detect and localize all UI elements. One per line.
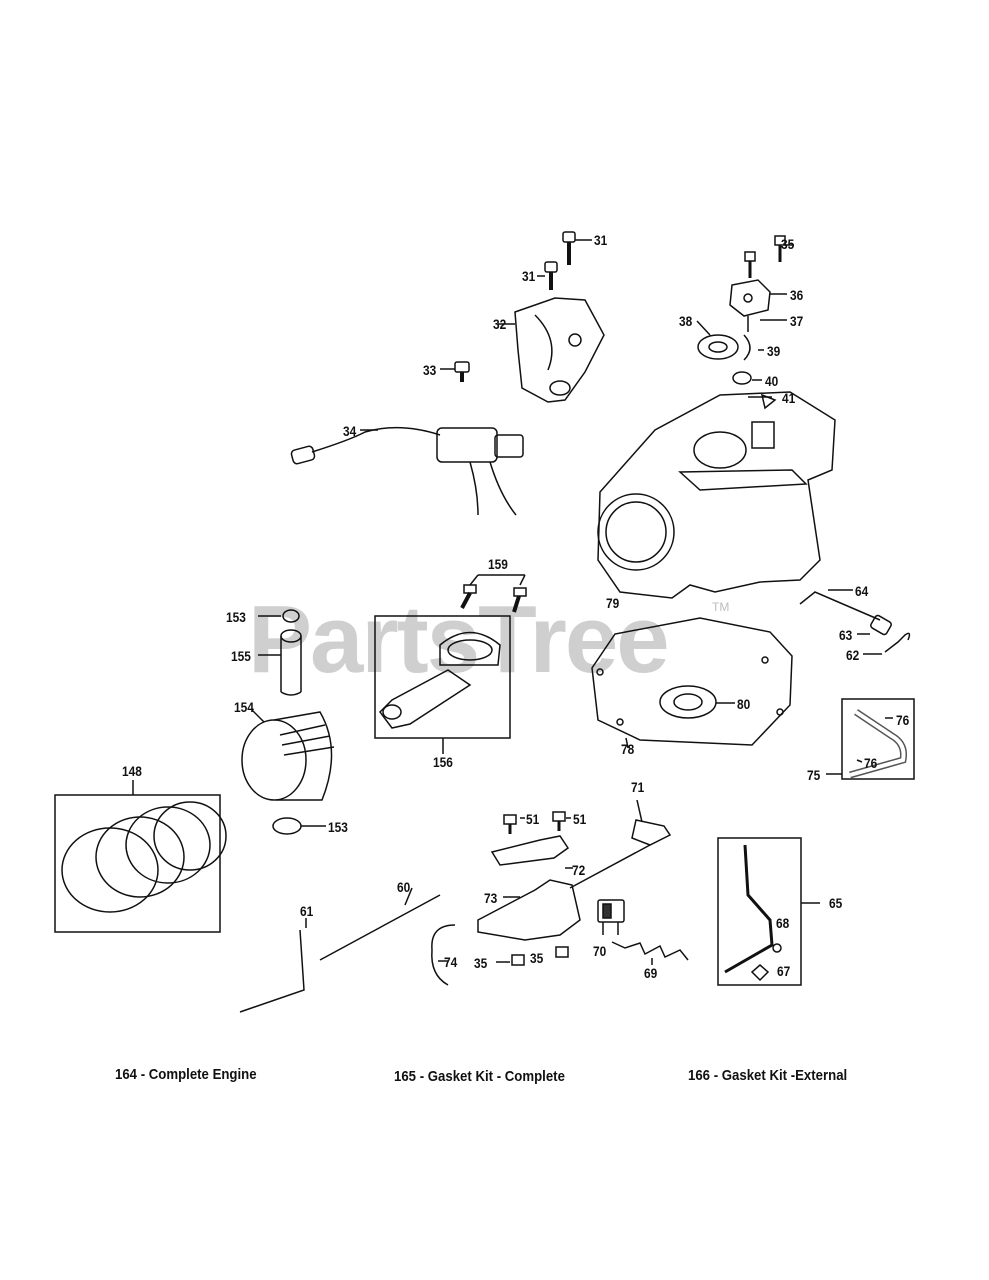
bearing-80: [659, 685, 735, 719]
callout-61: 61: [300, 903, 314, 919]
footer-complete-engine: 164 - Complete Engine: [115, 1066, 257, 1083]
callout-156: 156: [433, 754, 453, 770]
callout-41: 41: [782, 390, 796, 406]
callout-51-left: 51: [526, 811, 540, 827]
callout-153-bottom: 153: [328, 819, 348, 835]
screws-35-top: [744, 235, 794, 278]
gasket-78: [591, 617, 793, 749]
callout-37: 37: [790, 313, 804, 329]
governor-36: [729, 279, 787, 317]
washer-40: [732, 371, 762, 385]
ignition-coil-34: [290, 426, 524, 516]
switch-70: [597, 899, 625, 935]
wire-74: [431, 924, 456, 986]
rod-60: [319, 887, 441, 961]
callout-32: 32: [493, 316, 507, 332]
callout-153-top: 153: [226, 609, 246, 625]
clip-153-top: [258, 609, 300, 623]
bolt-31-upper: [562, 231, 592, 265]
callout-71: 71: [631, 779, 645, 795]
bracket-32: [498, 297, 605, 403]
pin-155: [258, 629, 302, 696]
callout-63: 63: [839, 627, 853, 643]
piston-154: [241, 709, 335, 801]
callout-76-lower: 76: [864, 755, 878, 771]
bolt-33: [440, 361, 470, 382]
callout-35-lower-right: 35: [530, 950, 544, 966]
lever-65: [717, 837, 820, 986]
callout-155: 155: [231, 648, 251, 664]
crankcase-79: [597, 391, 836, 599]
breather-tube-75: [826, 698, 915, 780]
callout-60: 60: [397, 879, 411, 895]
clip-153-bottom: [272, 817, 326, 835]
callout-31-lower: 31: [522, 268, 536, 284]
bolt-31-lower: [537, 261, 558, 290]
callout-36: 36: [790, 287, 804, 303]
throttle-bracket-72-73: [477, 835, 581, 941]
callout-33: 33: [423, 362, 437, 378]
callout-34: 34: [343, 423, 357, 439]
watermark-trademark: TM: [712, 600, 730, 614]
callout-62: 62: [846, 647, 860, 663]
callout-154: 154: [234, 699, 254, 715]
callout-40: 40: [765, 373, 779, 389]
callout-64: 64: [855, 583, 869, 599]
callout-65: 65: [829, 895, 843, 911]
spring-69: [611, 941, 689, 965]
callout-35-lower-left: 35: [474, 955, 488, 971]
callout-159: 159: [488, 556, 508, 572]
dipstick-64: [799, 589, 881, 621]
callout-76-upper: 76: [896, 712, 910, 728]
callout-74: 74: [444, 954, 458, 970]
callout-148: 148: [122, 763, 142, 779]
callout-38: 38: [679, 313, 693, 329]
callout-39: 39: [767, 343, 781, 359]
callout-80: 80: [737, 696, 751, 712]
callout-68: 68: [776, 915, 790, 931]
screws-35-lower: [496, 946, 569, 966]
screws-51: [503, 811, 571, 834]
callout-72: 72: [572, 862, 586, 878]
connecting-rod-156: [374, 615, 511, 754]
callout-70: 70: [593, 943, 607, 959]
plug-63: [857, 614, 892, 636]
cable-71: [569, 799, 672, 889]
callout-73: 73: [484, 890, 498, 906]
shaft-37-39: [743, 316, 787, 361]
callout-51-right: 51: [573, 811, 587, 827]
callout-69: 69: [644, 965, 658, 981]
callout-67: 67: [777, 963, 791, 979]
footer-gasket-kit-external: 166 - Gasket Kit -External: [688, 1067, 848, 1084]
callout-75: 75: [807, 767, 821, 783]
link-61: [239, 918, 307, 1013]
seal-38: [696, 320, 739, 360]
callout-31-upper: 31: [594, 232, 608, 248]
footer-gasket-kit-complete: 165 - Gasket Kit - Complete: [394, 1068, 565, 1085]
bolts-159: [460, 574, 527, 613]
callout-79: 79: [606, 595, 620, 611]
callout-78: 78: [621, 741, 635, 757]
callout-35-top: 35: [781, 236, 795, 252]
clip-62: [863, 632, 911, 655]
piston-rings-148: [54, 780, 227, 933]
